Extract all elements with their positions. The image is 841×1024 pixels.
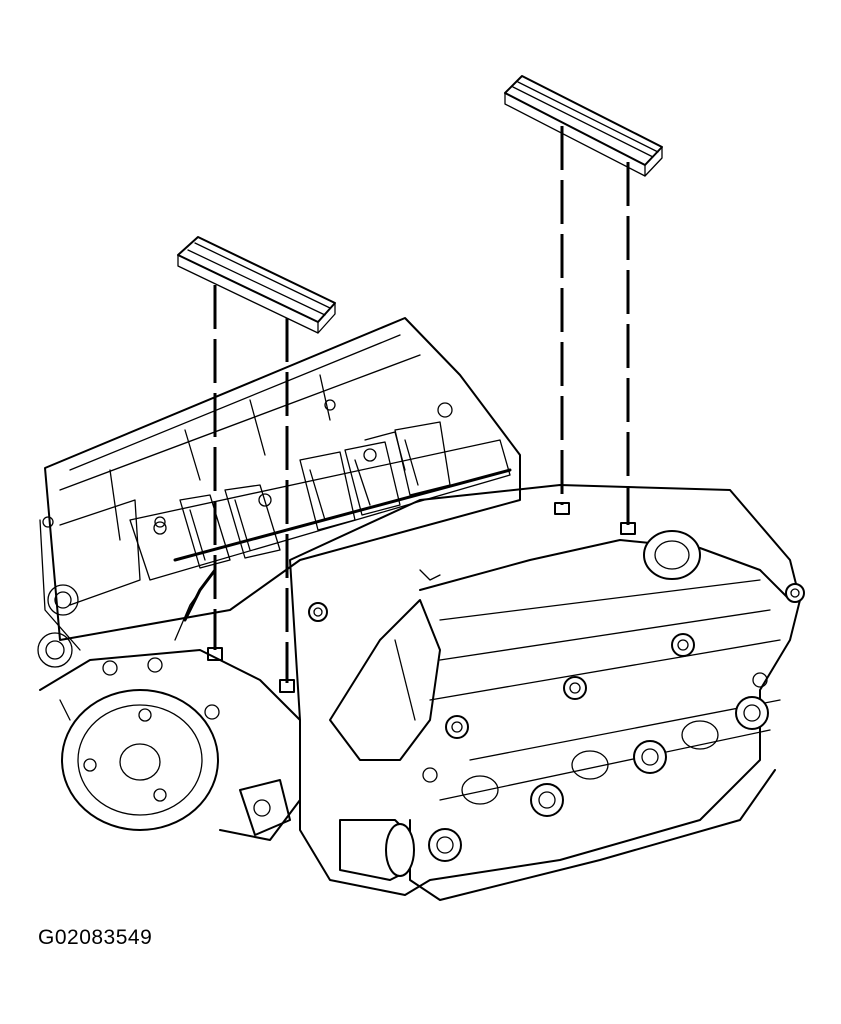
intake-port-area xyxy=(129,421,512,581)
engine-block-right-bank xyxy=(289,484,801,901)
alignment-tool-right xyxy=(504,75,663,535)
water-pump-pulley xyxy=(39,649,301,841)
coolant-outlet xyxy=(339,819,415,881)
alignment-tool-left xyxy=(177,236,336,693)
figure-id-label: G02083549 xyxy=(38,926,153,949)
cylinder-head-bolts xyxy=(308,583,805,862)
wiring-harness xyxy=(174,568,441,641)
engine-block-left-bank xyxy=(37,317,521,668)
